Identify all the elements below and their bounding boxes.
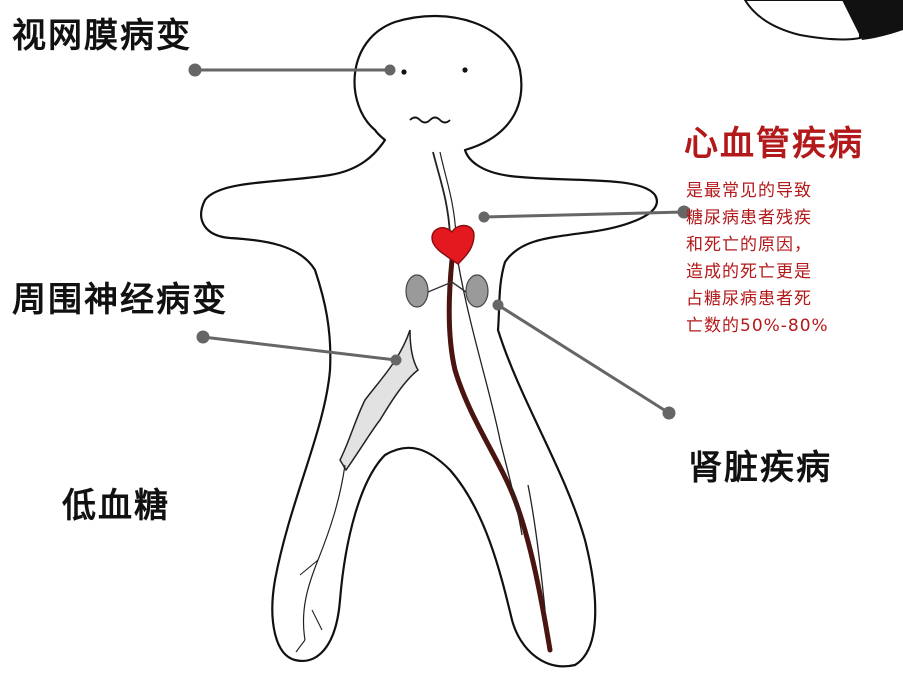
cardiovascular-note: 是最常见的导致 糖尿病患者残疾 和死亡的原因， 造成的死亡更是 占糖尿病患者死 …	[686, 178, 886, 340]
label-kidney-disease: 肾脏疾病	[688, 440, 832, 489]
body-outline	[201, 16, 657, 666]
label-retinopathy: 视网膜病变	[12, 8, 192, 57]
note-line: 造成的死亡更是	[686, 259, 886, 286]
right-eye	[462, 67, 467, 72]
corner-decoration	[745, 0, 903, 40]
right-kidney	[466, 275, 488, 307]
left-eye	[401, 69, 406, 74]
label-cardiovascular: 心血管疾病	[684, 116, 864, 165]
left-kidney	[406, 275, 428, 307]
label-hypoglycemia: 低血糖	[62, 478, 170, 527]
note-line: 是最常见的导致	[686, 178, 886, 205]
note-line: 亡数的50%-80%	[686, 313, 886, 340]
note-line: 和死亡的原因，	[686, 232, 886, 259]
note-line: 占糖尿病患者死	[686, 286, 886, 313]
label-neuropathy: 周围神经病变	[12, 272, 228, 321]
note-line: 糖尿病患者残疾	[686, 205, 886, 232]
